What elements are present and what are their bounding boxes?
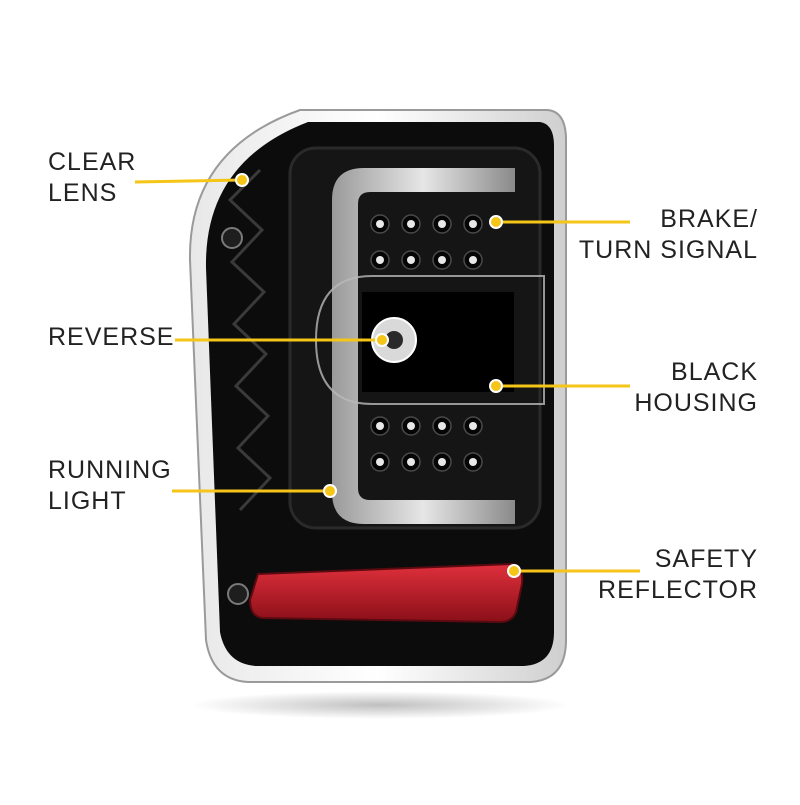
safety-reflector-label: SAFETY REFLECTOR (598, 544, 758, 606)
led-diode-core (407, 220, 415, 228)
safety-reflector-label-line2: REFLECTOR (598, 576, 758, 604)
led-diode-core (469, 458, 477, 466)
led-diode-core (376, 458, 384, 466)
brake-turn-led-cluster (370, 214, 483, 270)
led-diode-core (407, 422, 415, 430)
brake-turn-label-line2: TURN SIGNAL (578, 236, 758, 264)
led-diode-core (469, 256, 477, 264)
safety-reflector-label-line1: SAFETY (654, 545, 758, 573)
black-housing-dot (489, 379, 503, 393)
reverse-label-line1: REVERSE (48, 323, 175, 351)
clear-lens-label-line1: CLEAR (48, 148, 137, 176)
led-diode-core (407, 458, 415, 466)
brake-turn-label-line1: BRAKE/ (660, 205, 758, 233)
led-diode-core (438, 422, 446, 430)
led-diode-core (376, 422, 384, 430)
upper-mount-screw (221, 227, 243, 249)
brake-turn-label: BRAKE/ TURN SIGNAL (579, 204, 758, 266)
reverse-label: REVERSE (48, 322, 174, 353)
led-diode-core (438, 256, 446, 264)
brake-turn-dot (489, 215, 503, 229)
black-housing-label-line2: HOUSING (634, 389, 758, 417)
led-diode-core (376, 220, 384, 228)
black-housing-label-line1: BLACK (671, 358, 758, 386)
running-light-label-line1: RUNNING (48, 456, 172, 484)
running-light-dot (323, 484, 337, 498)
led-diode-core (469, 422, 477, 430)
led-diode-core (407, 256, 415, 264)
led-diode-core (438, 458, 446, 466)
clear-lens-label-line2: LENS (48, 179, 118, 207)
led-diode-core (469, 220, 477, 228)
safety-reflector (248, 562, 524, 624)
running-light-bar (332, 168, 515, 524)
reverse-lens-outline (314, 275, 545, 405)
safety-reflector-dot (507, 564, 521, 578)
running-light-label: RUNNING LIGHT (48, 455, 172, 517)
floor-shadow (190, 691, 570, 719)
clear-lens-dot (235, 173, 249, 187)
callout-dots (235, 173, 521, 578)
lower-led-cluster (370, 416, 483, 472)
led-diode-core (438, 220, 446, 228)
clear-lens-leader (134, 178, 243, 184)
led-diode-core (376, 256, 384, 264)
black-housing-label: BLACK HOUSING (634, 357, 758, 419)
running-light-label-line2: LIGHT (48, 487, 127, 515)
reverse-dot (375, 333, 389, 347)
clear-lens-label: CLEAR LENS (48, 147, 136, 209)
reverse-bulb-core (385, 331, 403, 349)
lower-mount-screw (227, 583, 249, 605)
callout-lines (134, 178, 640, 573)
